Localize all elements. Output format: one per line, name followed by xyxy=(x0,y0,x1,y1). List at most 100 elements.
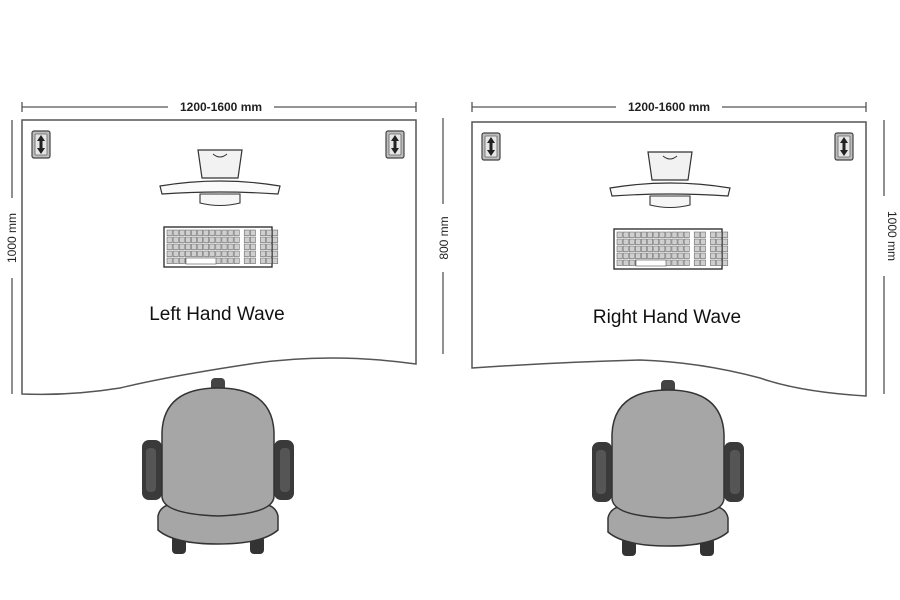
keyboard-key xyxy=(700,252,706,259)
keyboard-key xyxy=(677,231,684,238)
right-depth-label: 1000 mm xyxy=(885,211,899,261)
keyboard-key xyxy=(178,257,185,264)
keyboard-key xyxy=(710,259,716,266)
keyboard-key xyxy=(260,250,266,257)
keyboard-key xyxy=(209,236,216,243)
left-depth-label: 1000 mm xyxy=(5,213,19,263)
keyboard-key xyxy=(272,243,279,250)
keyboard-key xyxy=(659,252,666,259)
keyboard-key xyxy=(166,257,173,264)
keyboard-key xyxy=(659,231,666,238)
keyboard-key xyxy=(260,243,266,250)
keyboard-key xyxy=(166,236,173,243)
keyboard-key xyxy=(616,252,623,259)
keyboard-key xyxy=(628,252,635,259)
keyboard-key xyxy=(227,236,234,243)
keyboard-key xyxy=(647,245,653,252)
keyboard-key xyxy=(250,236,256,243)
keyboard-key xyxy=(215,250,222,257)
keyboard-key xyxy=(635,238,641,245)
keyboard-key xyxy=(266,257,272,264)
keyboard-key xyxy=(710,245,716,252)
keyboard-key xyxy=(203,229,210,236)
keyboard-key xyxy=(215,257,222,264)
keyboard-key xyxy=(722,252,729,259)
height-adjust-icon xyxy=(31,130,51,159)
keyboard-key xyxy=(227,229,234,236)
keyboard-key xyxy=(243,236,250,243)
keyboard-key xyxy=(671,231,678,238)
height-adjust-icon xyxy=(834,132,854,161)
keyboard-key xyxy=(683,252,690,259)
keyboard-key xyxy=(185,236,191,243)
keyboard-key xyxy=(716,231,722,238)
left-width-label: 1200-1600 mm xyxy=(180,100,262,114)
right-width-label: 1200-1600 mm xyxy=(628,100,710,114)
keyboard-key xyxy=(700,245,706,252)
keyboard-key xyxy=(209,250,216,257)
keyboard-key xyxy=(647,231,653,238)
keyboard-key xyxy=(693,252,700,259)
keyboard-key xyxy=(677,238,684,245)
keyboard-key xyxy=(641,245,647,252)
keyboard-key xyxy=(716,245,722,252)
keyboard-spacebar xyxy=(185,257,217,265)
middle-depth-label: 800 mm xyxy=(437,216,451,259)
keyboard-key xyxy=(166,250,173,257)
keyboard-key xyxy=(665,252,672,259)
keyboard-key xyxy=(250,257,256,264)
keyboard-key xyxy=(628,238,635,245)
keyboard-key xyxy=(191,236,197,243)
keyboard-key xyxy=(266,243,272,250)
keyboard-key xyxy=(227,243,234,250)
left-depth-dimension: 1000 mm xyxy=(5,120,19,394)
keyboard-key xyxy=(250,243,256,250)
middle-depth-dimension: 800 mm xyxy=(437,118,451,354)
keyboard-key xyxy=(671,259,678,266)
keyboard-key xyxy=(653,252,660,259)
keyboard-key xyxy=(635,252,641,259)
keyboard-key xyxy=(653,238,660,245)
keyboard-key xyxy=(716,259,722,266)
keyboard-key xyxy=(722,259,729,266)
keyboard-key xyxy=(722,238,729,245)
keyboard-key xyxy=(272,250,279,257)
keyboard-key xyxy=(671,252,678,259)
keyboard-key xyxy=(243,250,250,257)
keyboard-key xyxy=(233,243,240,250)
keyboard-key xyxy=(641,238,647,245)
keyboard-key xyxy=(260,229,266,236)
keyboard-key xyxy=(628,231,635,238)
keyboard-key xyxy=(683,245,690,252)
keyboard-key xyxy=(693,231,700,238)
right-depth-dimension: 1000 mm xyxy=(883,120,899,394)
keyboard-key xyxy=(178,243,185,250)
height-adjust-icon xyxy=(385,130,405,159)
keyboard-key xyxy=(197,236,203,243)
keyboard-key xyxy=(677,245,684,252)
keyboard-key xyxy=(659,238,666,245)
keyboard-key xyxy=(710,231,716,238)
keyboard-key xyxy=(215,236,222,243)
keyboard-key xyxy=(266,236,272,243)
keyboard-key xyxy=(700,238,706,245)
keyboard-key xyxy=(221,229,228,236)
keyboard-key xyxy=(233,257,240,264)
office-chair-icon xyxy=(591,379,745,557)
keyboard-key xyxy=(203,236,210,243)
right-desk-name: Right Hand Wave xyxy=(593,307,741,328)
keyboard-key xyxy=(260,257,266,264)
keyboard-key xyxy=(233,229,240,236)
keyboard-key xyxy=(178,229,185,236)
keyboard-key xyxy=(221,243,228,250)
keyboard-key xyxy=(191,243,197,250)
keyboard-key xyxy=(243,243,250,250)
keyboard-key xyxy=(677,252,684,259)
keyboard-key xyxy=(683,259,690,266)
keyboard-key xyxy=(628,245,635,252)
keyboard-key xyxy=(197,243,203,250)
keyboard-key xyxy=(266,229,272,236)
keyboard-key xyxy=(166,229,173,236)
keyboard-key xyxy=(693,238,700,245)
